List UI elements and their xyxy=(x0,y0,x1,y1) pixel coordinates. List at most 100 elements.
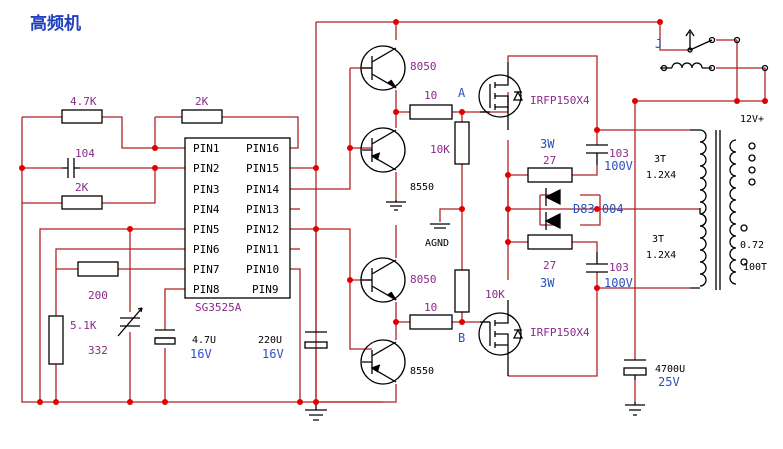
label-c-4700u-voltage: 25V xyxy=(658,375,680,389)
label-xfmr-sec-wire: 0.72 xyxy=(740,240,764,251)
label-r-10k-right: 10K xyxy=(485,288,505,301)
relay-coil xyxy=(671,62,703,69)
resistor-27-top xyxy=(527,167,573,183)
capacitor-104 xyxy=(62,158,80,178)
label-r-10-top: 10 xyxy=(424,89,437,102)
resistor-2k-mid xyxy=(61,195,103,210)
ic-pin-label: PIN8 xyxy=(193,283,220,296)
ic-pin-label: PIN6 xyxy=(193,243,220,256)
ic-pin-labels: PIN1 PIN2 PIN3 PIN4 PIN5 PIN6 PIN7 PIN8 … xyxy=(193,142,279,314)
pnp-transistor-8550-bot xyxy=(360,339,406,385)
resistor-200 xyxy=(77,261,119,277)
ground-symbol xyxy=(386,201,406,211)
label-r-200: 200 xyxy=(88,289,108,302)
label-r-27-bot-power: 3W xyxy=(540,276,555,290)
label-xfmr-sec-turns: 100T xyxy=(743,262,767,273)
label-mosfet-bot: IRFP150X4 xyxy=(530,326,590,339)
ic-pin-label: PIN2 xyxy=(193,162,220,175)
label-c-4u7: 4.7U xyxy=(192,335,216,346)
label-r-10k-left: 10K xyxy=(430,143,450,156)
ic-pin-label: PIN13 xyxy=(246,203,279,216)
mosfet-irfp150-top xyxy=(478,62,524,130)
ic-pin-label: PIN12 xyxy=(246,223,279,236)
label-r-2k-top: 2K xyxy=(195,95,209,108)
ic-pin-label: PIN10 xyxy=(246,263,279,276)
label-c-104: 104 xyxy=(75,147,95,160)
capacitor-4u7 xyxy=(155,329,175,339)
ic-pin-label: PIN7 xyxy=(193,263,220,276)
capacitor-103-bot xyxy=(586,252,608,273)
ic-pin-label: PIN3 xyxy=(193,183,220,196)
schematic-title: 高频机 xyxy=(30,13,81,34)
label-mosfet-top: IRFP150X4 xyxy=(530,94,590,107)
npn-transistor-8050-top xyxy=(360,45,406,91)
resistor-4k7 xyxy=(61,109,103,124)
ic-pin-label: PIN16 xyxy=(246,142,279,155)
label-node-b: B xyxy=(458,331,465,345)
ground-symbol xyxy=(625,404,645,416)
label-diode: D83-004 xyxy=(573,202,624,216)
diode-d83-004 xyxy=(544,188,561,230)
ic-pin-label: PIN14 xyxy=(246,183,279,196)
label-r-27-top-power: 3W xyxy=(540,137,555,151)
ic-sg3525a-body xyxy=(184,137,291,299)
wiring xyxy=(21,21,766,403)
label-c-4700u: 4700U xyxy=(655,364,685,375)
label-vc-332: 332 xyxy=(88,344,108,357)
ic-pin-label: PIN4 xyxy=(193,203,220,216)
label-c-103-bot: 103 xyxy=(609,261,629,274)
component-labels: 4.7K 2K 104 2K 200 5.1K 332 4.7U 16V 220… xyxy=(70,37,767,389)
label-q-8550-top: 8550 xyxy=(410,182,434,193)
pnp-transistor-8550-top xyxy=(360,127,406,173)
ic-pin-label: PIN9 xyxy=(252,283,279,296)
label-relay: J xyxy=(655,37,662,51)
transformer-primary-top xyxy=(699,129,707,227)
ic-pin-label: PIN15 xyxy=(246,162,279,175)
label-q-8550-bot: 8550 xyxy=(410,366,434,377)
label-c-220u: 220U xyxy=(258,335,282,346)
label-node-a: A xyxy=(458,86,466,100)
ic-pin-label: PIN1 xyxy=(193,142,220,155)
variable-capacitor-332 xyxy=(117,307,143,337)
label-r-10-bot: 10 xyxy=(424,301,437,314)
ic-name-label: SG3525A xyxy=(195,301,242,314)
transformer-secondary xyxy=(729,139,737,285)
label-q-8050-bot: 8050 xyxy=(410,273,437,286)
resistor-10k-b xyxy=(454,269,470,313)
label-xfmr-top-turns: 3T xyxy=(654,154,666,165)
parts xyxy=(48,28,769,421)
ground-symbol xyxy=(430,223,450,229)
resistor-2k-top xyxy=(181,109,223,124)
label-r-27-top: 27 xyxy=(543,154,556,167)
label-xfmr-bot-turns: 3T xyxy=(652,234,664,245)
resistor-10k-a xyxy=(454,121,470,165)
mosfet-irfp150-bot xyxy=(478,300,524,376)
ic-pin-label: PIN11 xyxy=(246,243,279,256)
resistor-10-top xyxy=(409,104,453,120)
capacitor-103-top xyxy=(586,144,608,165)
resistor-10-bot xyxy=(409,314,453,330)
ic-pin-label: PIN5 xyxy=(193,223,220,236)
label-c-103-bot-voltage: 100V xyxy=(604,276,633,290)
label-c-220u-voltage: 16V xyxy=(262,347,284,361)
npn-transistor-8050-bot xyxy=(360,257,406,303)
label-r-27-bot: 27 xyxy=(543,259,556,272)
label-c-103-top: 103 xyxy=(609,147,629,160)
resistor-5k1 xyxy=(48,315,64,365)
label-c-103-top-voltage: 100V xyxy=(604,159,633,173)
resistor-27-bot xyxy=(527,234,573,250)
ground-symbol xyxy=(305,409,327,421)
junction-dots xyxy=(19,19,768,405)
label-c-4u7-voltage: 16V xyxy=(190,347,212,361)
label-r-4k7: 4.7K xyxy=(70,95,97,108)
label-supply: 12V+ xyxy=(740,114,764,125)
label-q-8050-top: 8050 xyxy=(410,60,437,73)
label-agnd: AGND xyxy=(425,238,449,249)
transformer-core xyxy=(715,130,721,290)
relay-contact xyxy=(685,28,713,51)
label-r-2k-mid: 2K xyxy=(75,181,89,194)
label-r-5k1: 5.1K xyxy=(70,319,97,332)
label-xfmr-top-wire: 1.2X4 xyxy=(646,170,676,181)
transformer-primary-bot xyxy=(699,213,707,287)
